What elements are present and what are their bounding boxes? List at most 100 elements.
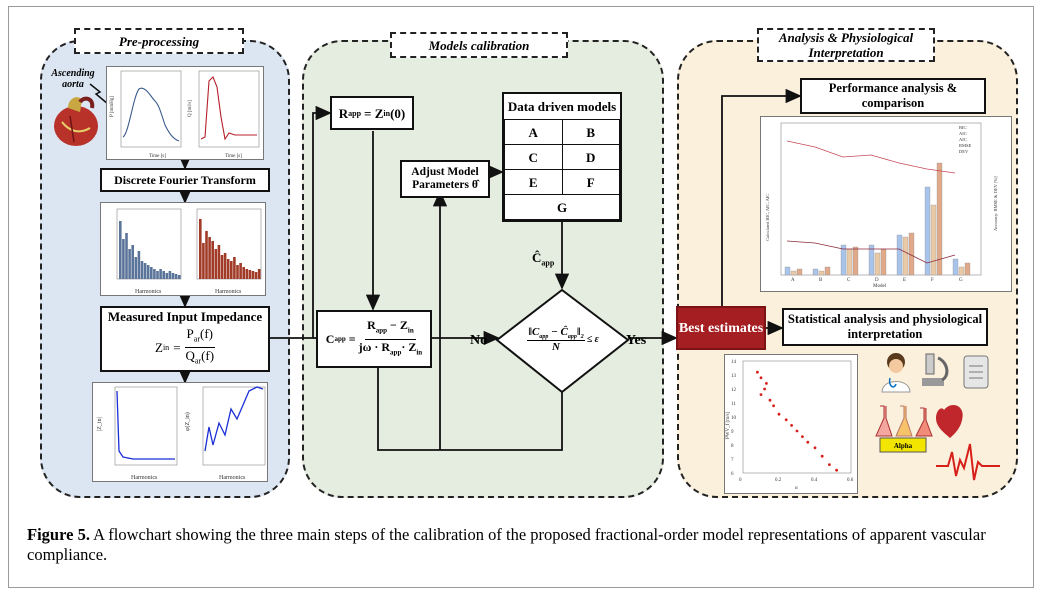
- spectrum-bar-blue: [162, 271, 165, 279]
- arrow-impedance-to-rapp: [270, 105, 332, 339]
- mag-ylabel: |Z_in|: [97, 417, 103, 431]
- spectrum-bar-red: [208, 237, 211, 279]
- perf-line-rmse: [786, 140, 956, 174]
- scatter-xtick: 0.4: [811, 478, 818, 483]
- arrow-best-to-performance: [721, 88, 802, 316]
- impedance-plots: |Z_in| φ(Z_in) Harmonics Harmonics: [92, 382, 268, 482]
- spectrum-bar-red: [233, 257, 236, 279]
- scatter-point: [820, 454, 824, 458]
- preprocessing-title: Pre-processing: [74, 28, 244, 54]
- statistical-box: Statistical analysis and physiological i…: [782, 308, 988, 346]
- model-b: B: [561, 119, 620, 145]
- spectrum-bar-red: [226, 259, 230, 279]
- scatter-ytick: 8: [731, 444, 734, 449]
- perf-bar: [852, 246, 859, 276]
- perf-bar: [840, 244, 847, 276]
- perf-xtick: E: [903, 278, 906, 283]
- perf-bar: [874, 252, 881, 276]
- physiology-icons: Alpha: [866, 348, 1010, 492]
- scatter-xtick: 0.6: [847, 478, 854, 483]
- scatter-ytick: 7: [731, 458, 734, 463]
- scatter-point: [835, 468, 838, 472]
- flasks-icon: [875, 405, 933, 437]
- spectrum-bar-red: [236, 265, 239, 279]
- spectrum-bar-red: [214, 249, 218, 279]
- spectrum-bar-blue: [140, 261, 144, 279]
- perf-bar: [812, 268, 819, 276]
- scatter-point: [790, 424, 793, 427]
- alpha-label: Alpha: [894, 442, 913, 450]
- spectrum-bar-red: [251, 271, 255, 279]
- spectrum-bar-blue: [171, 273, 175, 279]
- perf-xtick: G: [959, 278, 963, 283]
- perf-legend-entry: AIC: [959, 131, 967, 136]
- calibration-title: Models calibration: [390, 32, 568, 58]
- figure-frame: [8, 6, 1034, 588]
- perf-bar: [964, 262, 971, 276]
- scatter-ytick: 10: [731, 416, 737, 421]
- scatter-xtick: 0.2: [775, 478, 782, 483]
- spectrum-bar-red: [245, 269, 249, 279]
- pressure-ylabel: P [mmHg]: [110, 96, 115, 117]
- yes-label: Yes: [626, 333, 647, 348]
- perf-legend-entry: RMSE: [959, 143, 972, 148]
- perf-xtick: D: [875, 278, 879, 283]
- scatter-ytick: 6: [731, 472, 734, 477]
- perf-bar: [896, 234, 903, 276]
- signals-figure: P [mmHg] Q [ml/s] Time [s] Time [s]: [106, 66, 264, 160]
- perf-bar: [924, 186, 931, 276]
- perf-legend-entry: BIC: [959, 125, 967, 130]
- scatter-point: [759, 393, 763, 396]
- spectrum-bar-red: [205, 231, 208, 279]
- scatter-point: [784, 418, 788, 422]
- phase-ylabel: φ(Z_in): [184, 412, 191, 431]
- no-label: No: [470, 333, 488, 348]
- spectrum-bar-blue: [134, 257, 138, 279]
- doctor-icon: [881, 353, 911, 393]
- scatter-point: [828, 463, 831, 466]
- perf-ylabel-left: Calculated BIC, AIC, AIC: [765, 194, 771, 241]
- model-a: A: [504, 119, 563, 145]
- perf-bar: [936, 162, 943, 276]
- spectrum-bar-blue: [153, 269, 156, 279]
- spectrum-bar-blue: [177, 275, 181, 279]
- model-d: D: [561, 144, 620, 170]
- spectrum-bar-red: [202, 243, 205, 279]
- spectrum-bar-blue: [156, 271, 159, 279]
- perf-bar: [902, 236, 909, 276]
- perf-xtick: F: [931, 278, 934, 283]
- lightning-icon: [89, 83, 109, 105]
- clipboard-icon: [963, 355, 989, 389]
- perf-legend-entry: DEV: [959, 149, 969, 154]
- spectrum-bar-blue: [165, 273, 169, 279]
- impedance-title: Measured Input Impedance: [107, 309, 263, 325]
- spectrum-bar-blue: [128, 249, 131, 279]
- perf-xtick: B: [819, 278, 823, 283]
- spectrum-bar-red: [199, 219, 202, 279]
- perf-bar: [824, 266, 831, 276]
- spectrum-bar-red: [239, 263, 242, 279]
- spectrum-bar-blue: [143, 263, 147, 279]
- spectrum-bar-red: [248, 270, 252, 279]
- perf-bar: [958, 266, 965, 276]
- spectrum-bar-red: [211, 241, 214, 279]
- model-c: C: [504, 144, 563, 170]
- perf-bar: [796, 268, 803, 276]
- scatter-point: [777, 412, 781, 416]
- spectrum-bar-blue: [159, 269, 162, 279]
- scatter-ytick: 13: [731, 374, 737, 379]
- perf-legend-entry: AIC: [959, 137, 967, 142]
- perf-bar: [846, 248, 853, 276]
- harmonics-xlabel-2: Harmonics: [219, 475, 246, 481]
- scatter-xlabel: α: [795, 486, 798, 491]
- perf-bar: [952, 258, 959, 276]
- dft-box: Discrete Fourier Transform: [100, 168, 270, 192]
- perf-xtick: C: [847, 278, 851, 283]
- performance-box: Performance analysis & comparison: [800, 78, 986, 114]
